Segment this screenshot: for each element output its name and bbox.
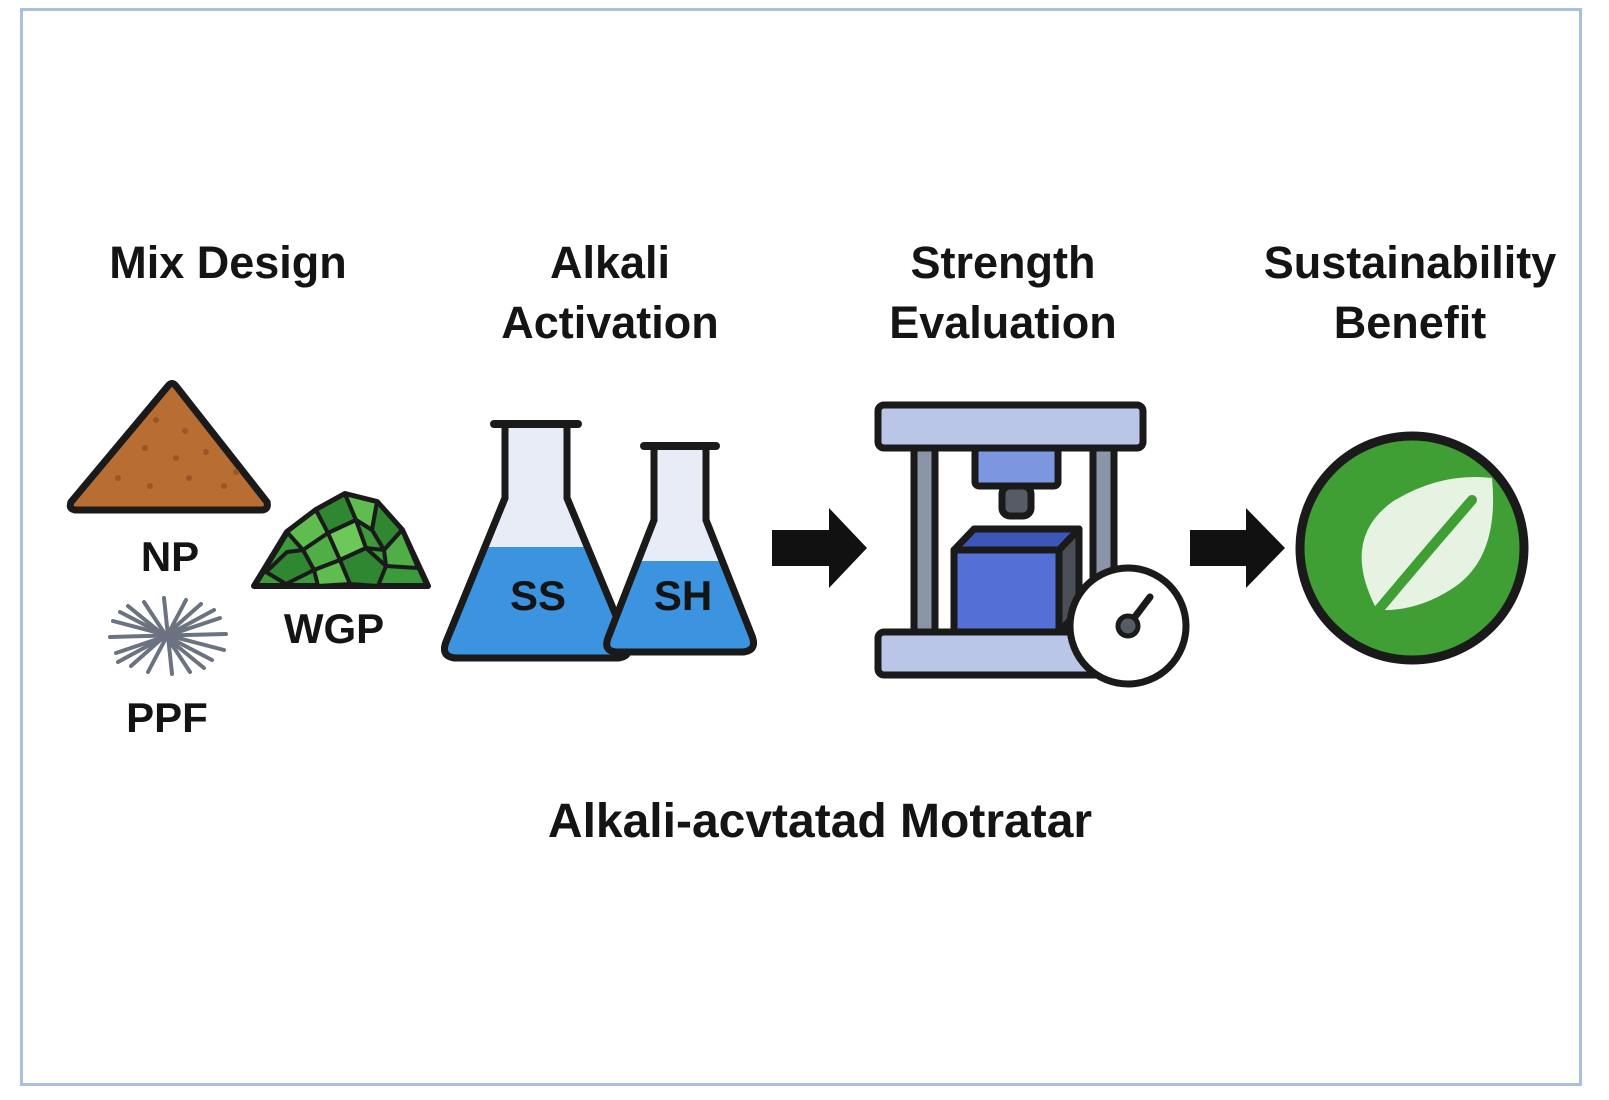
- compression-press-icon: [874, 401, 1147, 679]
- arrow-right-icon: [772, 508, 867, 588]
- material-label-np: NP: [141, 533, 199, 580]
- stage-title-strength-evaluation-line2: Evaluation: [889, 297, 1117, 348]
- fiber-icon: [108, 596, 228, 676]
- gauge-icon: [1066, 564, 1190, 688]
- material-label-wgp: WGP: [284, 605, 384, 652]
- stage-title-strength-evaluation-line1: Strength: [911, 237, 1096, 288]
- glass-pile-icon: [251, 491, 431, 589]
- bottom-title: Alkali-acvtatad Motratar: [548, 795, 1092, 848]
- flask-label-ss: SS: [510, 572, 566, 619]
- flask-label-sh: SH: [654, 572, 712, 619]
- sand-pile-icon: [66, 380, 271, 514]
- material-label-ppf: PPF: [126, 694, 208, 741]
- stage-title-alkali-activation-line1: Alkali: [550, 237, 670, 288]
- stage-title-mix-design: Mix Design: [109, 237, 347, 288]
- stage-title-alkali-activation-line2: Activation: [501, 297, 719, 348]
- leaf-icon: [1295, 431, 1529, 665]
- arrow-right-icon: [1190, 508, 1285, 588]
- stage-title-sustainability-benefit-line2: Benefit: [1334, 297, 1487, 348]
- stage-title-sustainability-benefit-line1: Sustainability: [1264, 237, 1557, 288]
- flask-ss-icon: [441, 420, 632, 662]
- flask-sh-icon: [603, 442, 757, 656]
